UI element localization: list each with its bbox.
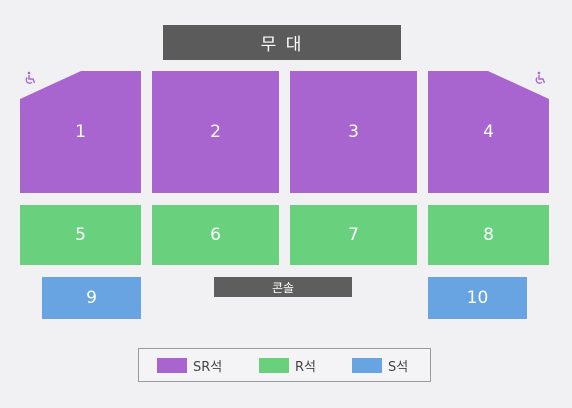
section-2[interactable]: 2 [152,71,279,193]
section-label: 5 [75,225,86,245]
section-label: 7 [348,225,359,245]
section-label: 2 [210,122,221,142]
section-10[interactable]: 10 [428,277,527,319]
stage: 무 대 [163,25,401,60]
legend-swatch-r [259,357,289,373]
legend-item-r: R석 [259,349,316,381]
section-5[interactable]: 5 [20,205,141,265]
section-label: 8 [483,225,494,245]
legend-item-s: S석 [352,349,408,381]
legend-swatch-sr [157,357,187,373]
section-4[interactable]: 4 [428,71,549,193]
stage-label: 무 대 [260,35,304,55]
section-1-shape [20,71,141,193]
section-6[interactable]: 6 [152,205,279,265]
section-label: 1 [75,122,86,142]
console: 콘솔 [214,277,352,297]
legend: SR석 R석 S석 [138,348,431,382]
wheelchair-icon [535,71,546,84]
console-label: 콘솔 [271,280,295,295]
section-label: 9 [86,288,97,308]
section-label: 10 [466,288,489,308]
section-label: 3 [348,122,359,142]
section-label: 4 [483,122,494,142]
legend-swatch-s [352,357,382,373]
section-8[interactable]: 8 [428,205,549,265]
section-label: 6 [210,225,221,245]
wheelchair-icon [25,71,36,84]
section-1[interactable]: 1 [20,71,141,193]
section-4-shape [428,71,549,193]
section-7[interactable]: 7 [290,205,417,265]
section-9[interactable]: 9 [42,277,141,319]
legend-item-sr: SR석 [157,349,222,381]
legend-label: SR석 [193,359,223,375]
section-3[interactable]: 3 [290,71,417,193]
legend-label: R석 [295,359,316,375]
legend-label: S석 [388,359,409,375]
